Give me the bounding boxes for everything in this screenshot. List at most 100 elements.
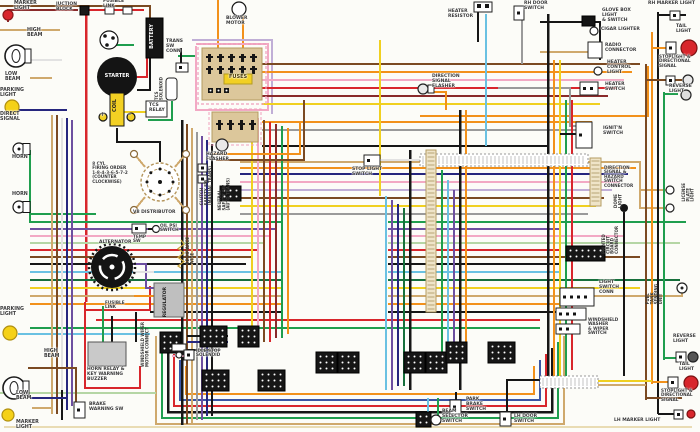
blower-motor: [231, 1, 247, 17]
blower-motor-label: BLOWER MOTOR: [226, 16, 248, 26]
fusible-link-label: FUSIBLE LINK: [103, 0, 125, 9]
hazard-flasher-label: HAZARD FLASHER: [206, 152, 229, 162]
plug-pin: [201, 177, 204, 181]
pin-dot: [319, 355, 322, 358]
pin-dot: [347, 361, 350, 364]
reverse-light: [680, 89, 692, 101]
pin-dot: [461, 357, 464, 360]
pin-dot: [241, 335, 244, 338]
wire-gy: [498, 87, 590, 127]
pin-dot: [261, 379, 264, 382]
pin-dot: [449, 345, 452, 348]
oil-psi-switch: [151, 224, 161, 234]
pin-dot: [223, 195, 226, 198]
plug-pin: [679, 355, 682, 359]
pin-dot: [235, 189, 238, 192]
wire-or: [430, 91, 447, 110]
distributor-post: [167, 171, 171, 175]
license-plate-light-label: LICENSE PLATE LIGHT: [681, 183, 695, 202]
marker-light-label: MARKER LIGHT: [14, 1, 37, 12]
plug-pin: [187, 353, 190, 357]
pin-dot: [211, 385, 214, 388]
pin-dot: [491, 351, 494, 354]
parking-light: [4, 99, 20, 115]
pin-dot: [217, 89, 220, 92]
pin-dot: [569, 249, 572, 252]
pin-dot: [455, 351, 458, 354]
distributor-post: [145, 180, 149, 184]
pin-dot: [575, 249, 578, 252]
pin-dot: [509, 351, 512, 354]
pin-dot: [331, 361, 334, 364]
pin-dot: [569, 255, 572, 258]
parking-light-label: PARKING LIGHT: [0, 307, 24, 318]
plug-pin: [135, 227, 138, 230]
high-beam-label: HIGH BEAM: [44, 349, 60, 360]
pin-dot: [163, 347, 166, 350]
pin-dot: [593, 249, 596, 252]
pin-dot: [325, 367, 328, 370]
pin-dot: [241, 329, 244, 332]
distributor-post: [149, 189, 153, 193]
plug-pin: [669, 46, 672, 50]
cap-terminal: [111, 36, 115, 40]
pin-dot: [341, 355, 344, 358]
pin-dot: [413, 355, 416, 358]
plug-pin: [570, 295, 573, 299]
marker-light-label: MARKER LIGHT: [16, 420, 39, 431]
low-beam-label: LOW BEAM: [5, 72, 21, 83]
tcs-relay: [145, 100, 168, 118]
fuse-clip: [250, 68, 257, 70]
distributor-post: [149, 171, 153, 175]
lh-marker-light-label: LH MARKER LIGHT: [614, 418, 661, 423]
low-beam-label: LOW BEAM: [16, 391, 32, 402]
tail-light: [680, 39, 698, 57]
plug-pin: [584, 295, 587, 299]
cap-terminal: [103, 34, 107, 38]
pin-dot: [455, 357, 458, 360]
pin-dot: [279, 385, 282, 388]
ignition-switch-label: IGNIT'N SWITCH: [603, 126, 624, 136]
temp-switch: [131, 223, 147, 234]
pin-dot: [223, 373, 226, 376]
wire-pu: [133, 263, 154, 289]
pin-dot: [599, 249, 602, 252]
lh-door-switch-label: LH DOOR SWITCH: [514, 414, 538, 424]
clip: [227, 123, 234, 125]
pin-dot: [203, 341, 206, 344]
starter-label: STARTER: [104, 73, 130, 79]
block-outline: [208, 108, 262, 146]
pin-dot: [175, 335, 178, 338]
connector-strip: [539, 375, 599, 389]
neutral-safety-switch-label: NEUTRAL SAFETY SW (AUTO TRANS): [217, 178, 231, 211]
stoplight-signal-label: STOPLIGHT & DIRECTIONAL SIGNAL: [661, 388, 693, 402]
fuse-clip: [250, 56, 257, 58]
pin-dot: [229, 195, 232, 198]
plug-pin: [577, 295, 580, 299]
wire-bk: [116, 128, 161, 162]
connector: [257, 369, 286, 392]
parking-light-label: PARKING LIGHT: [0, 88, 24, 99]
hazard-flasher: [215, 138, 229, 152]
pin-dot: [273, 385, 276, 388]
wire-bk: [506, 379, 548, 414]
wire-tn: [135, 196, 146, 209]
pin-dot: [503, 351, 506, 354]
plug-pin: [367, 159, 370, 162]
wire-bn: [216, 100, 305, 161]
battery: [145, 17, 164, 59]
distributor-post: [171, 180, 175, 184]
plug-pin: [566, 312, 569, 316]
clutch-safety-switch-label: CLUTCH SAFETY SW (MANUAL TRANS): [199, 166, 213, 206]
pin-dot: [509, 345, 512, 348]
pin-dot: [425, 415, 428, 418]
plug-pin: [573, 312, 576, 316]
resistor-terminal: [477, 4, 481, 8]
wire-lv: [192, 39, 273, 114]
direction-hazard-switch-connector: [589, 157, 602, 207]
cigar-lighter-label: CIGAR LIGHTER: [601, 27, 640, 32]
pin-dot: [209, 341, 212, 344]
coil-negative-terminal: [126, 112, 136, 122]
glove-box-label: GLOVE BOX LIGHT & SWITCH: [602, 8, 631, 23]
